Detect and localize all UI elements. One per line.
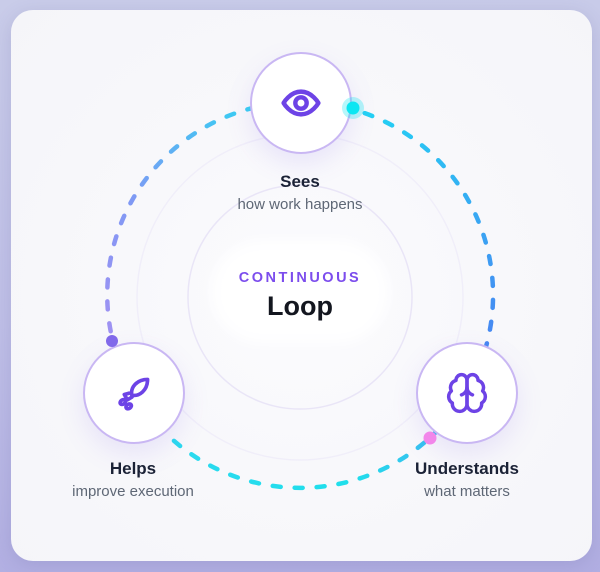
helps-subtitle: improve execution (72, 483, 194, 500)
sees-subtitle: how work happens (237, 196, 363, 213)
brain-icon (446, 372, 488, 414)
understands-title: Understands (415, 459, 519, 478)
node-helps (83, 342, 185, 444)
understands-subtitle: what matters (424, 483, 510, 500)
label-sees: Sees how work happens (150, 172, 450, 215)
helps-title: Helps (109, 459, 157, 478)
label-understands: Understands what matters (317, 459, 600, 502)
eye-icon (281, 89, 321, 117)
sees-title: Sees (280, 172, 320, 191)
center-label: CONTINUOUS Loop (150, 270, 450, 322)
label-helps: Helps improve execution (0, 459, 283, 502)
rocket-icon (118, 377, 150, 411)
center-title: Loop (267, 291, 333, 321)
node-sees (250, 52, 352, 154)
node-understands (416, 342, 518, 444)
center-eyebrow: CONTINUOUS (238, 270, 362, 286)
